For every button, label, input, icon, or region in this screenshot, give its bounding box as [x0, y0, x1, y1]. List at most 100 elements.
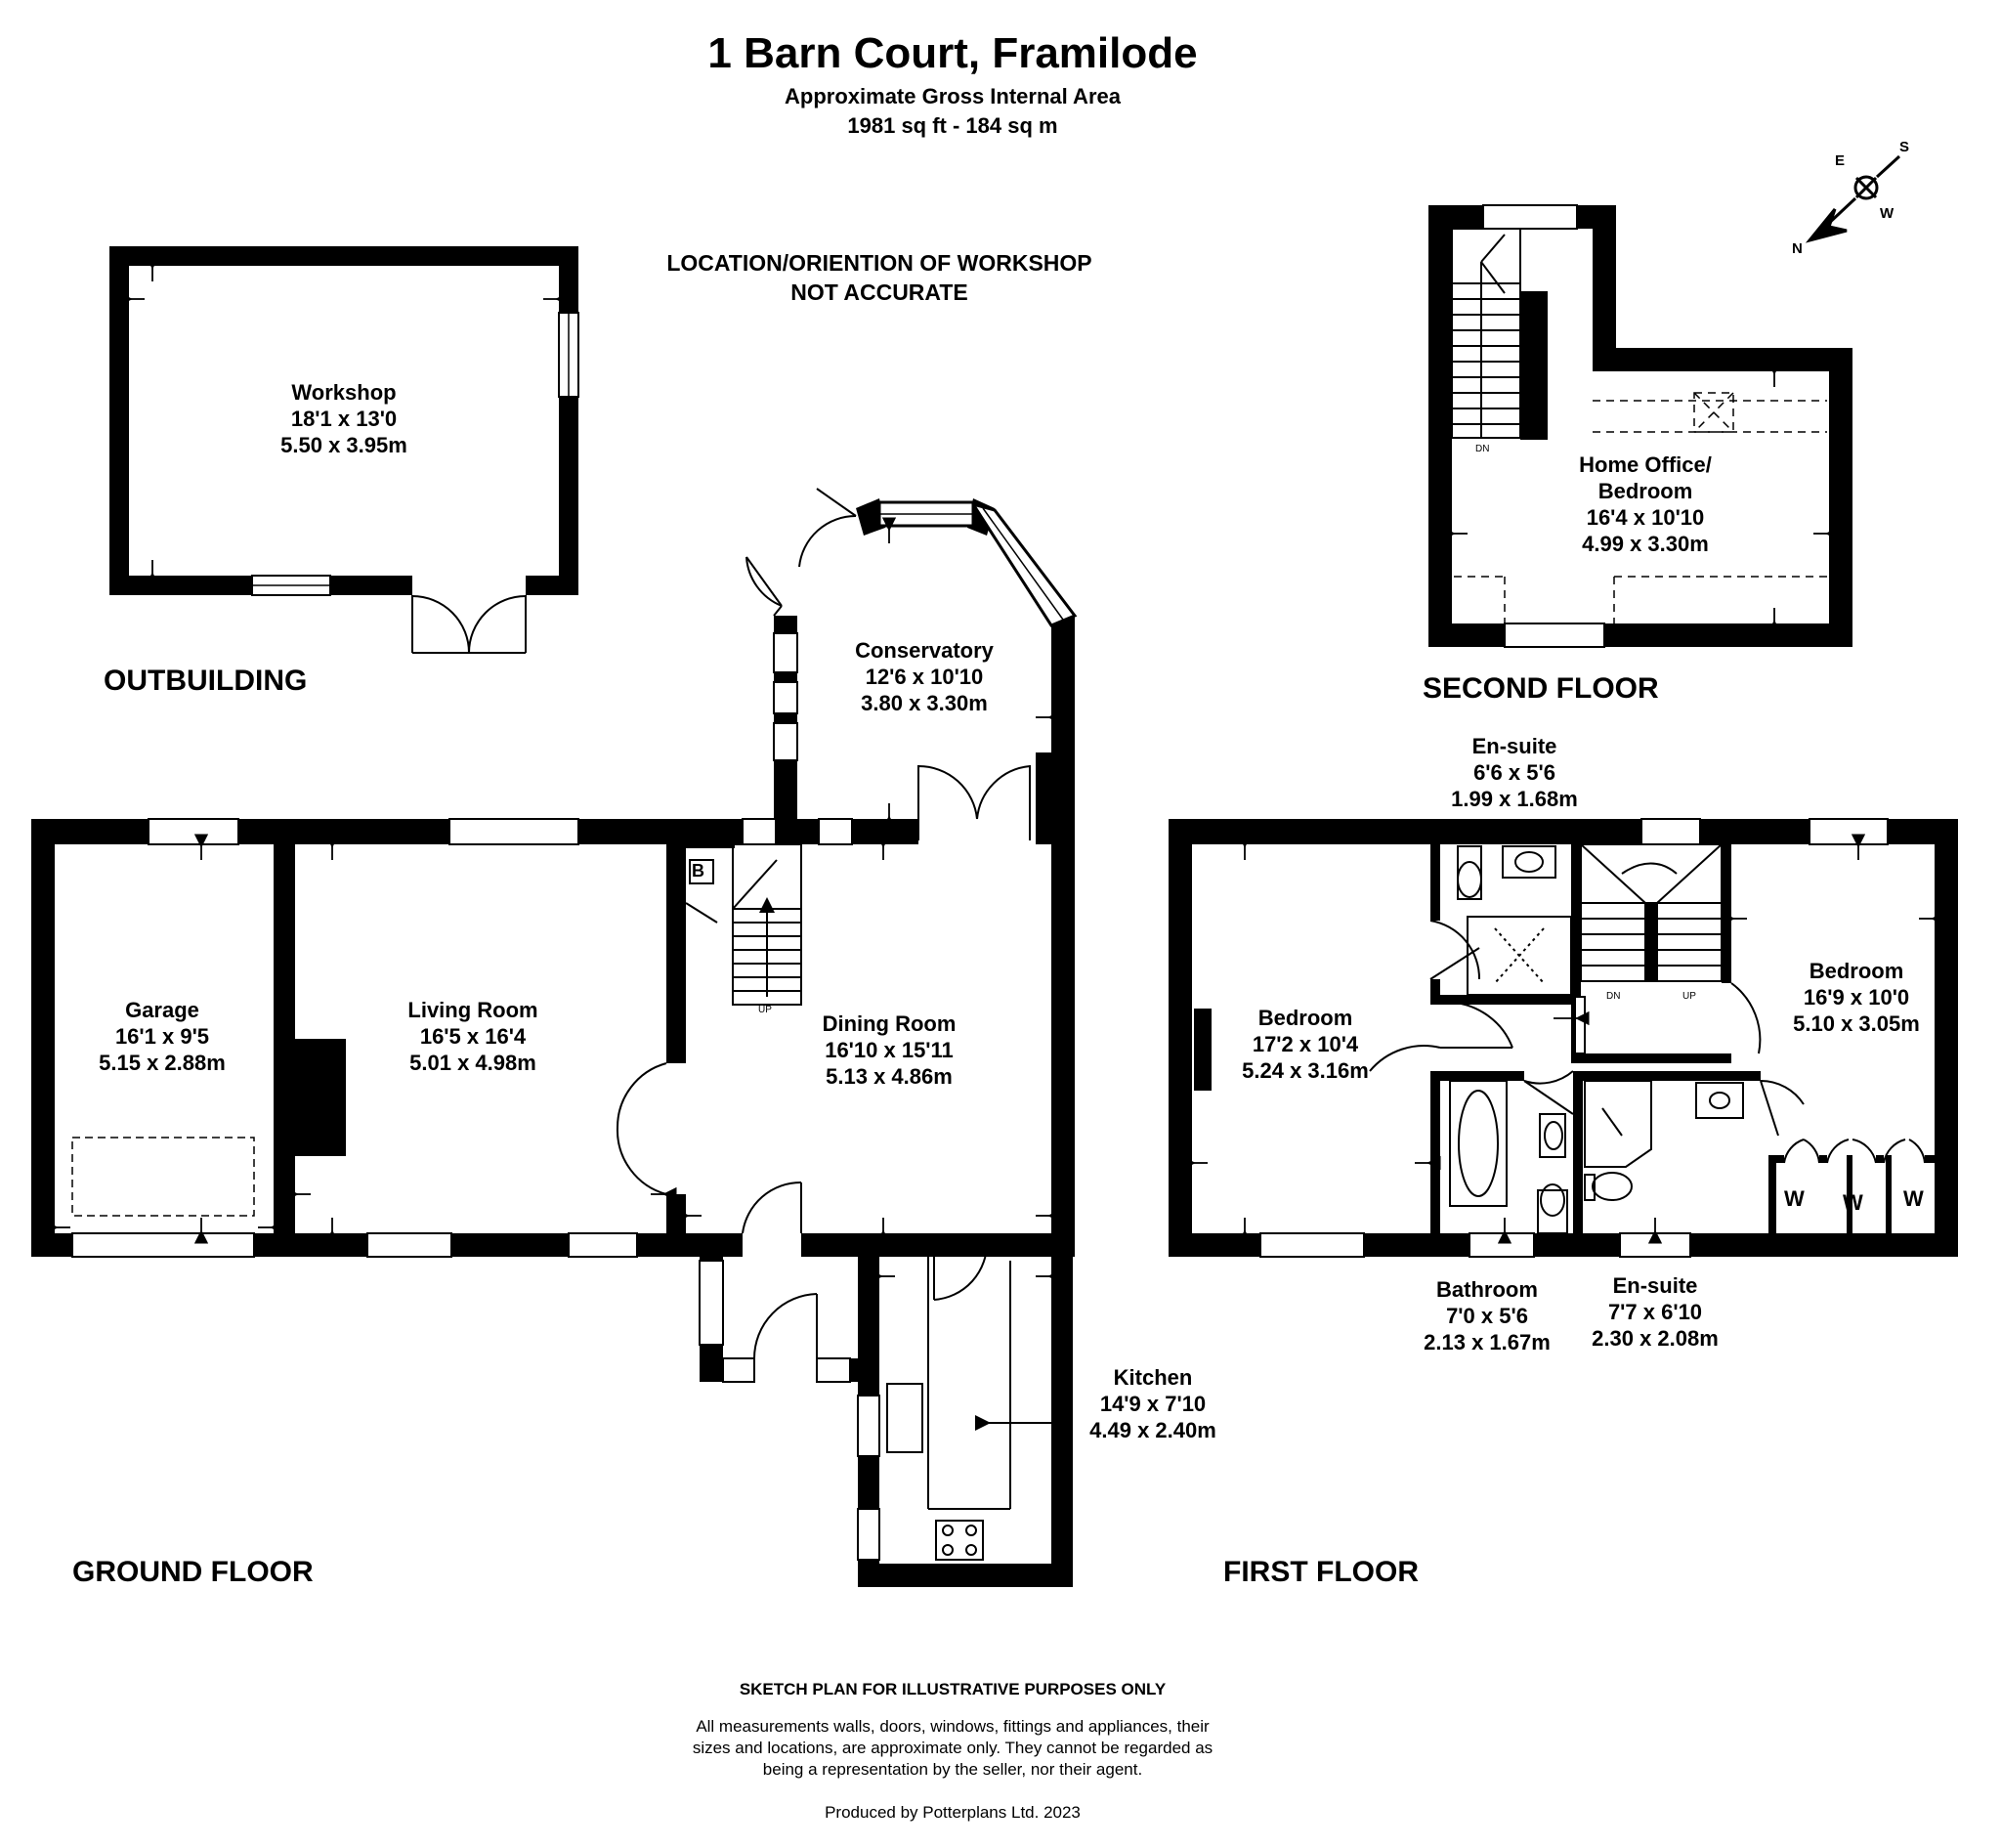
stairs-up-first: UP — [1682, 991, 1696, 1002]
room-metric: 3.80 x 3.30m — [861, 691, 988, 715]
ground-stairs — [732, 843, 802, 1006]
room-metric: 5.15 x 2.88m — [99, 1051, 226, 1075]
ground-dimension-marks — [44, 255, 1062, 1284]
wardrobe-label-3: W — [1903, 1186, 1924, 1211]
room-metric: 2.30 x 2.08m — [1592, 1326, 1719, 1351]
room-label-bathroom: Bathroom 7'0 x 5'6 2.13 x 1.67m — [1389, 1276, 1585, 1355]
footer-producer: Produced by Potterplans Ltd. 2023 — [825, 1803, 1081, 1822]
room-name: Conservatory — [855, 638, 994, 663]
room-metric: 5.10 x 3.05m — [1793, 1011, 1920, 1036]
room-label-workshop: Workshop 18'1 x 13'0 5.50 x 3.95m — [246, 379, 442, 458]
room-metric: 5.24 x 3.16m — [1242, 1058, 1369, 1083]
room-imperial: 16'1 x 9'5 — [114, 1024, 210, 1049]
room-metric: 5.01 x 4.98m — [409, 1051, 536, 1075]
room-label-kitchen: Kitchen 14'9 x 7'10 4.49 x 2.40m — [1055, 1364, 1251, 1443]
room-name: Kitchen — [1113, 1365, 1193, 1390]
boiler-label: B — [692, 861, 704, 881]
room-imperial: 14'9 x 7'10 — [1099, 1392, 1207, 1416]
conservatory-double-doors — [745, 488, 857, 617]
footer-line-2: sizes and locations, are approximate onl… — [692, 1739, 1213, 1757]
room-metric: 4.49 x 2.40m — [1089, 1418, 1216, 1442]
room-name: Bathroom — [1436, 1277, 1538, 1302]
page-title: 1 Barn Court, Framilode — [707, 29, 1198, 77]
floor-label-second: SECOND FLOOR — [1423, 672, 1659, 705]
room-metric: 4.99 x 3.30m — [1582, 532, 1709, 556]
room-metric: 1.99 x 1.68m — [1451, 787, 1578, 811]
room-name-line1: Home Office/ — [1579, 452, 1712, 477]
floor-label-ground: GROUND FLOOR — [72, 1556, 314, 1588]
ground-floor-windows — [71, 818, 880, 1561]
first-floor-doors — [1369, 920, 1926, 1164]
room-label-ensuite-2: En-suite 7'7 x 6'10 2.30 x 2.08m — [1557, 1272, 1753, 1352]
room-label-ensuite-1: En-suite 6'6 x 5'6 1.99 x 1.68m — [1417, 733, 1612, 812]
garage-car-outline — [71, 1137, 255, 1217]
room-name: Living Room — [407, 998, 538, 1022]
compass-w: W — [1880, 205, 1895, 222]
room-imperial: 7'7 x 6'10 — [1607, 1300, 1703, 1324]
workshop-double-doors — [411, 595, 527, 654]
room-metric: 5.50 x 3.95m — [280, 433, 407, 457]
workshop-note-line2: NOT ACCURATE — [790, 279, 968, 305]
room-metric: 5.13 x 4.86m — [826, 1064, 953, 1089]
room-imperial: 16'10 x 15'11 — [825, 1038, 954, 1062]
room-imperial: 6'6 x 5'6 — [1473, 760, 1555, 785]
room-label-dining: Dining Room 16'10 x 15'11 5.13 x 4.86m — [782, 1010, 997, 1090]
room-label-homeoffice: Home Office/ Bedroom 16'4 x 10'10 4.99 x… — [1538, 451, 1753, 557]
room-label-bedroom-1: Bedroom 17'2 x 10'4 5.24 x 3.16m — [1208, 1005, 1403, 1084]
floor-label-first: FIRST FLOOR — [1223, 1556, 1419, 1588]
workshop-note-line1: LOCATION/ORIENTION OF WORKSHOP — [666, 250, 1092, 276]
kitchen-fittings — [886, 1257, 1051, 1561]
second-floor-windows — [1482, 204, 1605, 648]
second-floor-walls — [1428, 205, 1852, 647]
room-label-conservatory: Conservatory 12'6 x 10'10 3.80 x 3.30m — [827, 637, 1022, 716]
compass-icon — [1805, 154, 1901, 243]
stairs-down-first: DN — [1606, 991, 1621, 1002]
room-name: Workshop — [291, 380, 397, 405]
bathroom-fixtures — [1449, 845, 1744, 1234]
area-subtitle: Approximate Gross Internal Area — [785, 84, 1121, 108]
kitchen-door — [933, 1240, 989, 1301]
footer-line-3: being a representation by the seller, no… — [762, 1760, 1143, 1779]
room-imperial: 18'1 x 13'0 — [290, 407, 398, 431]
second-floor-roof-lines — [1454, 392, 1827, 623]
room-imperial: 12'6 x 10'10 — [865, 665, 984, 689]
stairs-up-ground: UP — [758, 1005, 772, 1015]
room-label-bedroom-2: Bedroom 16'9 x 10'0 5.10 x 3.05m — [1759, 958, 1954, 1037]
porch-door — [742, 1181, 818, 1359]
room-imperial: 17'2 x 10'4 — [1252, 1032, 1359, 1056]
room-name: Dining Room — [822, 1011, 957, 1036]
second-floor-stairs — [1451, 228, 1521, 439]
room-label-garage: Garage 16'1 x 9'5 5.15 x 2.88m — [64, 997, 260, 1076]
dining-conservatory-doors — [917, 764, 1036, 844]
first-floor-dimension-marks — [1181, 834, 1945, 1244]
workshop-note: LOCATION/ORIENTION OF WORKSHOP NOT ACCUR… — [625, 248, 1133, 307]
floor-label-outbuilding: OUTBUILDING — [104, 665, 308, 697]
conservatory-angled-wall — [877, 500, 1078, 627]
wardrobe-label-2: W — [1843, 1190, 1863, 1215]
second-floor-dimension-marks — [1441, 361, 1840, 634]
footer-line-1: All measurements walls, doors, windows, … — [696, 1717, 1210, 1736]
room-name: Bedroom — [1809, 959, 1904, 983]
room-imperial: 16'9 x 10'0 — [1803, 985, 1910, 1010]
workshop-window-right — [558, 312, 579, 398]
compass-e: E — [1835, 152, 1846, 169]
room-metric: 2.13 x 1.67m — [1424, 1330, 1551, 1354]
room-name: Garage — [125, 998, 199, 1022]
workshop-window-bottom — [251, 575, 331, 596]
room-imperial: 16'5 x 16'4 — [419, 1024, 527, 1049]
footer-heading: SKETCH PLAN FOR ILLUSTRATIVE PURPOSES ON… — [739, 1680, 1167, 1698]
conservatory-left-windows — [773, 632, 798, 761]
compass-s: S — [1899, 139, 1910, 155]
compass-n: N — [1792, 240, 1803, 257]
living-dining-doors — [616, 1062, 667, 1195]
room-imperial: 7'0 x 5'6 — [1446, 1304, 1528, 1328]
room-imperial: 16'4 x 10'10 — [1586, 505, 1705, 530]
first-floor-stairs — [1580, 843, 1723, 982]
room-name: Bedroom — [1257, 1006, 1353, 1030]
room-name: En-suite — [1471, 734, 1557, 758]
stairs-down-second: DN — [1475, 444, 1490, 454]
room-name-line2: Bedroom — [1597, 479, 1693, 503]
room-name: En-suite — [1612, 1273, 1698, 1298]
boiler-cupboard — [685, 859, 718, 924]
